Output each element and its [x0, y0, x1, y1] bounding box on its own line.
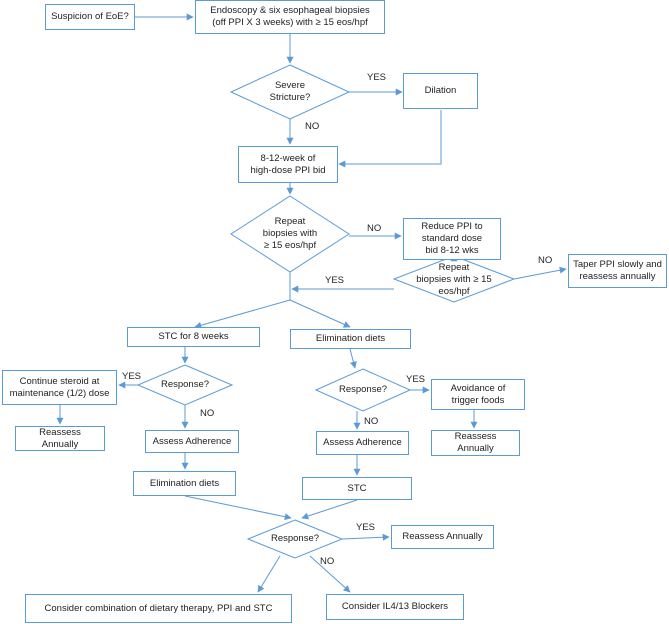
elimination-diets-bottom-box: Elimination diets — [133, 471, 236, 496]
edge-elimination-top-to-response-mid — [349, 348, 357, 369]
response-left-diamond — [136, 364, 234, 406]
edge-final-to-combination — [257, 555, 281, 593]
reduce-ppi-box: Reduce PPI to standard dose bid 8-12 wks — [403, 218, 501, 260]
stc-8-weeks-box: STC for 8 weeks — [127, 327, 260, 347]
repeat-biopsies-2-diamond — [392, 255, 516, 303]
edge-stc-bottom-to-final — [301, 499, 358, 520]
edge-dilation-to-ppi — [338, 110, 442, 168]
avoidance-box: Avoidance of trigger foods — [431, 379, 525, 410]
no-label-response-final: NO — [320, 556, 335, 567]
yes-label-response-mid: YES — [406, 374, 426, 385]
edge-repeat2-to-taper — [513, 266, 567, 280]
no-label-repeat1: NO — [367, 223, 382, 234]
edge-split-to-stc — [194, 299, 291, 329]
consider-il-box: Consider IL4/13 Blockers — [326, 594, 464, 620]
yes-label-stricture: YES — [367, 72, 387, 83]
reassess-final-box: Reassess Annually — [391, 525, 494, 549]
no-label-response-left: NO — [200, 408, 215, 419]
yes-label-response-final: YES — [356, 522, 376, 533]
response-mid-diamond — [314, 368, 412, 412]
suspicion-box: Suspicion of EoE? — [45, 4, 135, 30]
yes-label-response-left: YES — [122, 371, 142, 382]
edge-final-to-il — [309, 555, 351, 593]
assess-adherence-mid-box: Assess Adherence — [316, 431, 409, 455]
edge-split-to-elimination — [289, 299, 351, 328]
high-dose-ppi-box: 8-12-week of high-dose PPI bid — [238, 146, 338, 183]
endoscopy-box: Endoscopy & six esophageal biopsies (off… — [195, 0, 385, 34]
no-label-repeat2: NO — [538, 255, 553, 266]
taper-ppi-box: Taper PPI slowly and reassess annually — [568, 254, 667, 288]
repeat-biopsies-1-diamond — [230, 195, 350, 273]
response-final-diamond — [246, 519, 344, 559]
reassess-left-box: Reassess Annually — [15, 426, 105, 451]
edge-elimination-bottom-to-final — [184, 495, 292, 521]
assess-adherence-left-box: Assess Adherence — [145, 430, 239, 453]
edge-final-to-reassess — [341, 533, 390, 541]
yes-label-repeat2: YES — [325, 275, 345, 286]
consider-combination-box: Consider combination of dietary therapy,… — [25, 594, 292, 623]
no-label-stricture: NO — [305, 121, 320, 132]
continue-steroid-box: Continue steroid at maintenance (1/2) do… — [2, 370, 117, 405]
elimination-diets-top-box: Elimination diets — [290, 329, 411, 349]
dilation-box: Dilation — [403, 73, 478, 109]
severe-stricture-diamond — [229, 64, 351, 120]
stc-bottom-box: STC — [302, 477, 412, 500]
no-label-response-mid: NO — [364, 416, 379, 427]
reassess-right-box: Reassess Annually — [431, 430, 520, 456]
